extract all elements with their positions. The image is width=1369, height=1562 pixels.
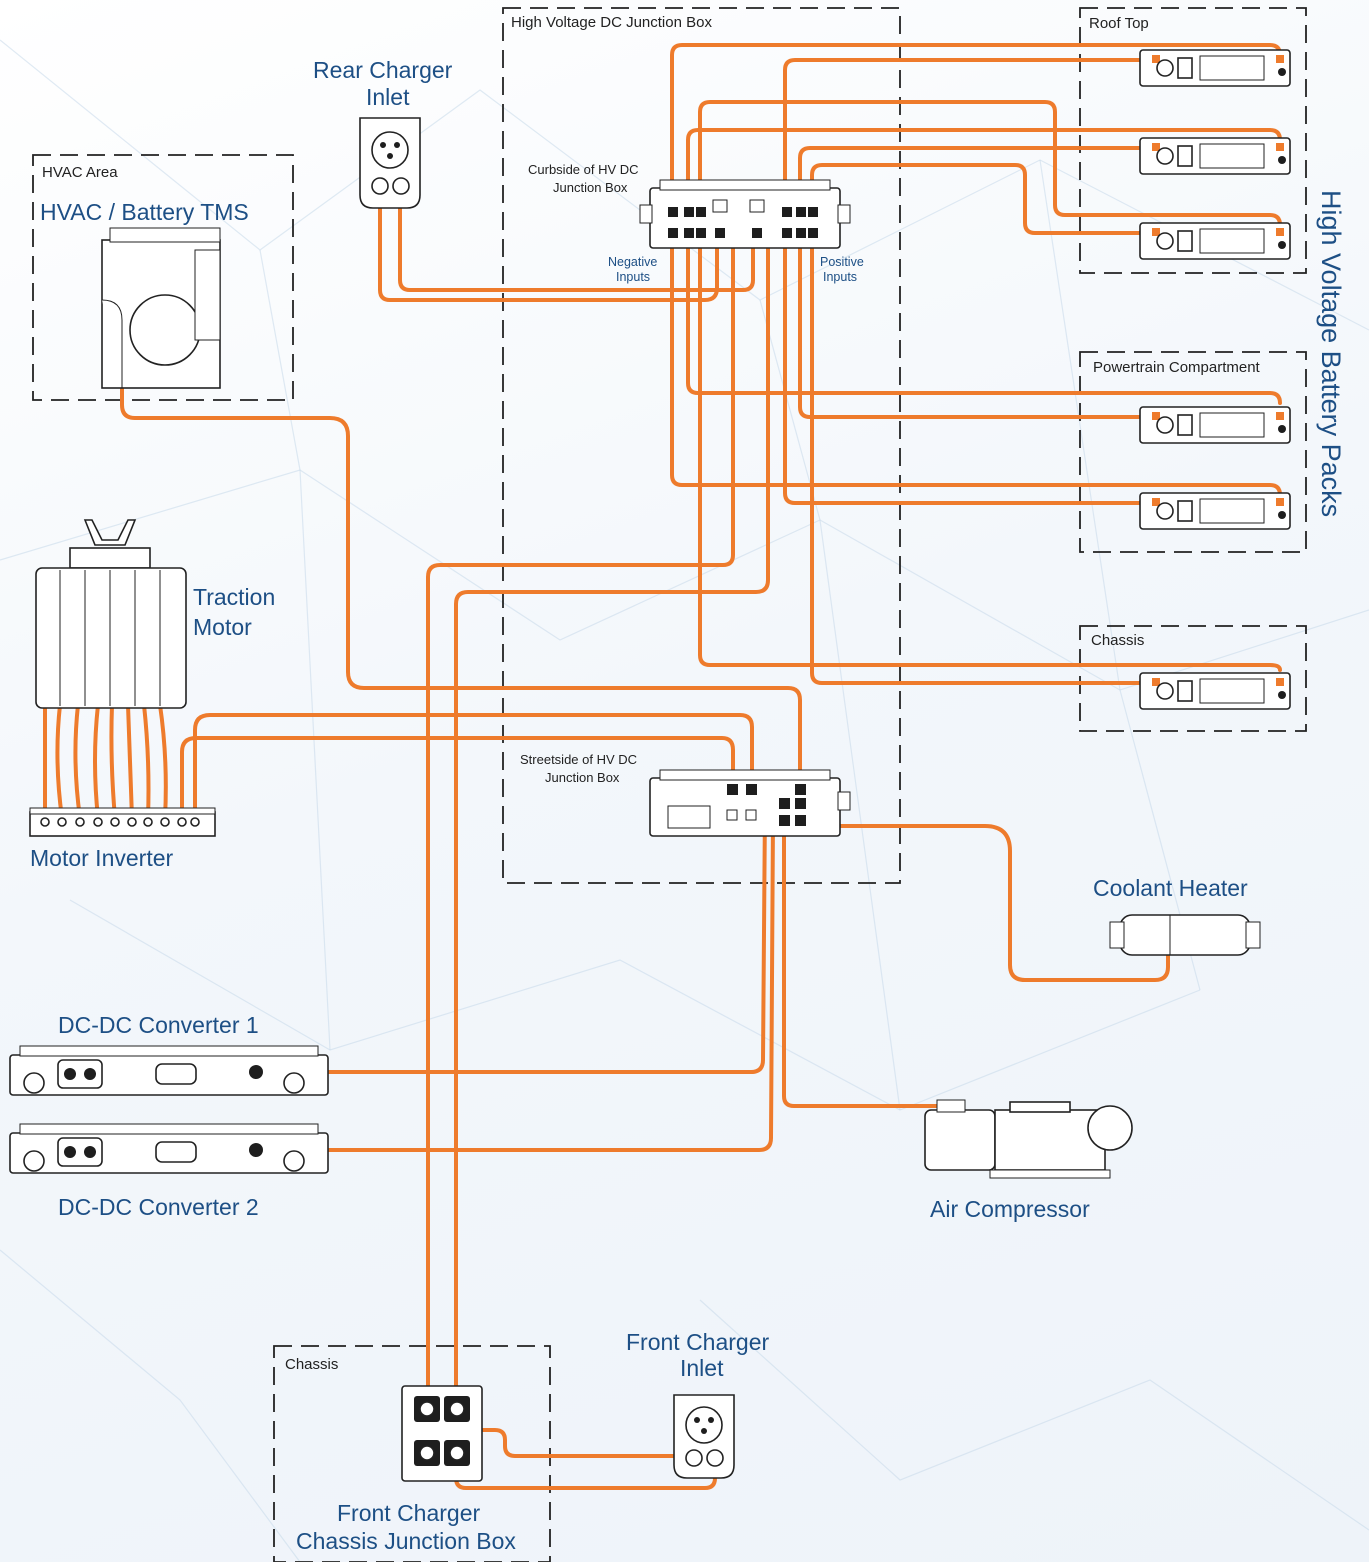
battery-pack [1140,223,1290,259]
streetside-label-1: Streetside of HV DC [520,752,637,767]
traction-motor [36,520,186,708]
negative-inputs-label-2: Inputs [616,270,650,284]
dcdc-converter-1 [10,1046,328,1095]
front-charger-inlet [674,1395,734,1478]
battery-pack [1140,50,1290,86]
battery-packs [1140,50,1290,709]
front-charger-label-1: Front Charger [626,1329,770,1355]
positive-inputs-label-1: Positive [820,255,864,269]
battery-pack [1140,407,1290,443]
motor-inverter [30,808,215,836]
hvac-tms-label: HVAC / Battery TMS [40,199,249,225]
chassis-battery-label: Chassis [1091,632,1144,649]
motor-inverter-label: Motor Inverter [30,845,173,871]
dcdc-2-label: DC-DC Converter 2 [58,1194,259,1220]
battery-pack [1140,673,1290,709]
battery-packs-title: High Voltage Battery Packs [1316,190,1346,517]
traction-motor-label-1: Traction [193,584,275,610]
cables [45,45,1280,1488]
curbside-junction-box [640,180,850,248]
battery-pack [1140,138,1290,174]
chassis-front-label: Chassis [285,1356,338,1373]
dcdc-converter-2 [10,1124,328,1173]
front-charger-jb-label-2: Chassis Junction Box [296,1528,516,1554]
roof-top-label: Roof Top [1089,15,1149,32]
front-charger-label-2: Inlet [680,1355,724,1381]
hv-dc-junction-box-label: High Voltage DC Junction Box [511,14,712,31]
streetside-junction-box [650,770,850,836]
air-compressor-label: Air Compressor [930,1196,1090,1222]
hvac-tms-unit [102,228,220,388]
negative-inputs-label-1: Negative [608,255,657,269]
coolant-heater [1110,915,1260,955]
battery-pack [1140,493,1290,529]
rear-charger-inlet [360,118,420,208]
curbside-label-2: Junction Box [553,180,628,195]
traction-motor-label-2: Motor [193,614,252,640]
front-charger-jb-label-1: Front Charger [337,1500,481,1526]
rear-charger-label-1: Rear Charger [313,57,453,83]
hvac-area-label: HVAC Area [42,164,118,181]
coolant-heater-label: Coolant Heater [1093,875,1248,901]
positive-inputs-label-2: Inputs [823,270,857,284]
powertrain-compartment-label: Powertrain Compartment [1093,359,1261,376]
front-charger-junction-box [402,1386,482,1481]
dcdc-1-label: DC-DC Converter 1 [58,1012,259,1038]
curbside-label-1: Curbside of HV DC [528,162,639,177]
streetside-label-2: Junction Box [545,770,620,785]
rear-charger-label-2: Inlet [366,84,410,110]
air-compressor [925,1100,1132,1178]
